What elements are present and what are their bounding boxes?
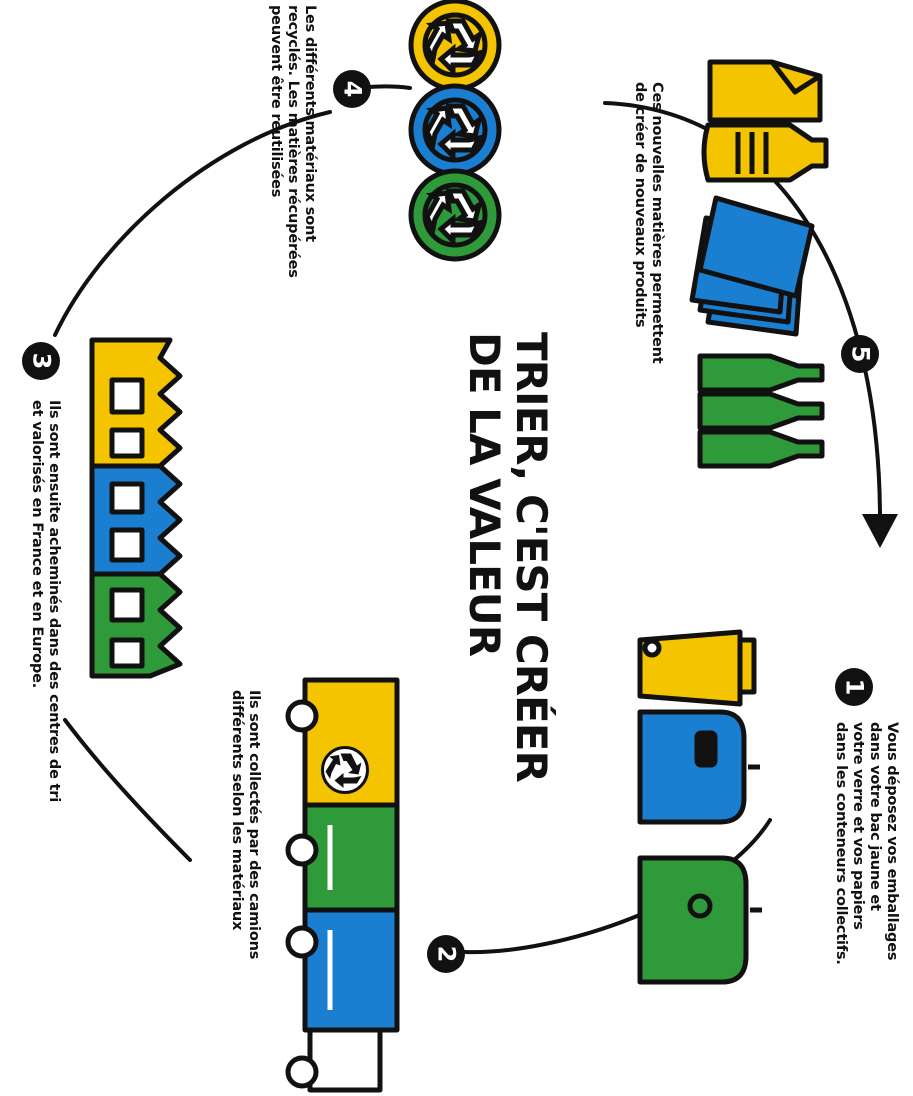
collection-bins (640, 632, 762, 982)
carton-icon (710, 62, 820, 120)
sorting-centers (92, 340, 180, 676)
step-5-caption: Ces nouvelles matières permettent de cré… (631, 82, 665, 363)
step-5-badge: 5 (841, 335, 879, 373)
green-container-icon (640, 858, 762, 982)
new-products (692, 62, 826, 466)
sorting-center-yellow-icon (92, 340, 180, 466)
step-1-badge: 1 (835, 668, 873, 706)
recycling-green-icon (411, 171, 499, 259)
cycle-arc-2-to-3 (65, 720, 190, 860)
step-2-badge: 2 (427, 935, 465, 973)
blue-container-icon (640, 712, 760, 822)
step-1-caption: Vous déposez vos emballages dans votre b… (832, 722, 900, 965)
step-3-badge: 3 (22, 342, 60, 380)
sorting-center-green-icon (92, 574, 180, 676)
plastic-bottle-icon (704, 125, 826, 180)
step-4-caption: Les différents matériaux sont recyclés. … (267, 5, 318, 278)
recycling-yellow-icon (411, 1, 499, 89)
title-line-2: DE LA VALEUR (460, 332, 509, 656)
step-4-badge: 4 (333, 70, 371, 108)
title-line-1: TRIER, C'EST CRÉER (507, 332, 556, 782)
arrowhead-icon (862, 514, 898, 548)
recycling-blue-icon (411, 86, 499, 174)
recycling-circles (411, 1, 499, 259)
glass-bottles-icon (700, 356, 822, 466)
step-3-caption: Ils sont ensuite acheminés dans des cent… (28, 400, 62, 802)
collection-truck-icon (288, 680, 397, 1090)
main-title: TRIER, C'EST CRÉER DE LA VALEUR (461, 332, 555, 782)
step-2-caption: Ils sont collectés par des camions diffé… (228, 690, 262, 959)
truck-recycling-icon (323, 748, 368, 793)
paper-sheets-icon (692, 198, 812, 334)
sorting-center-blue-icon (92, 466, 180, 574)
yellow-bin-icon (640, 632, 754, 704)
